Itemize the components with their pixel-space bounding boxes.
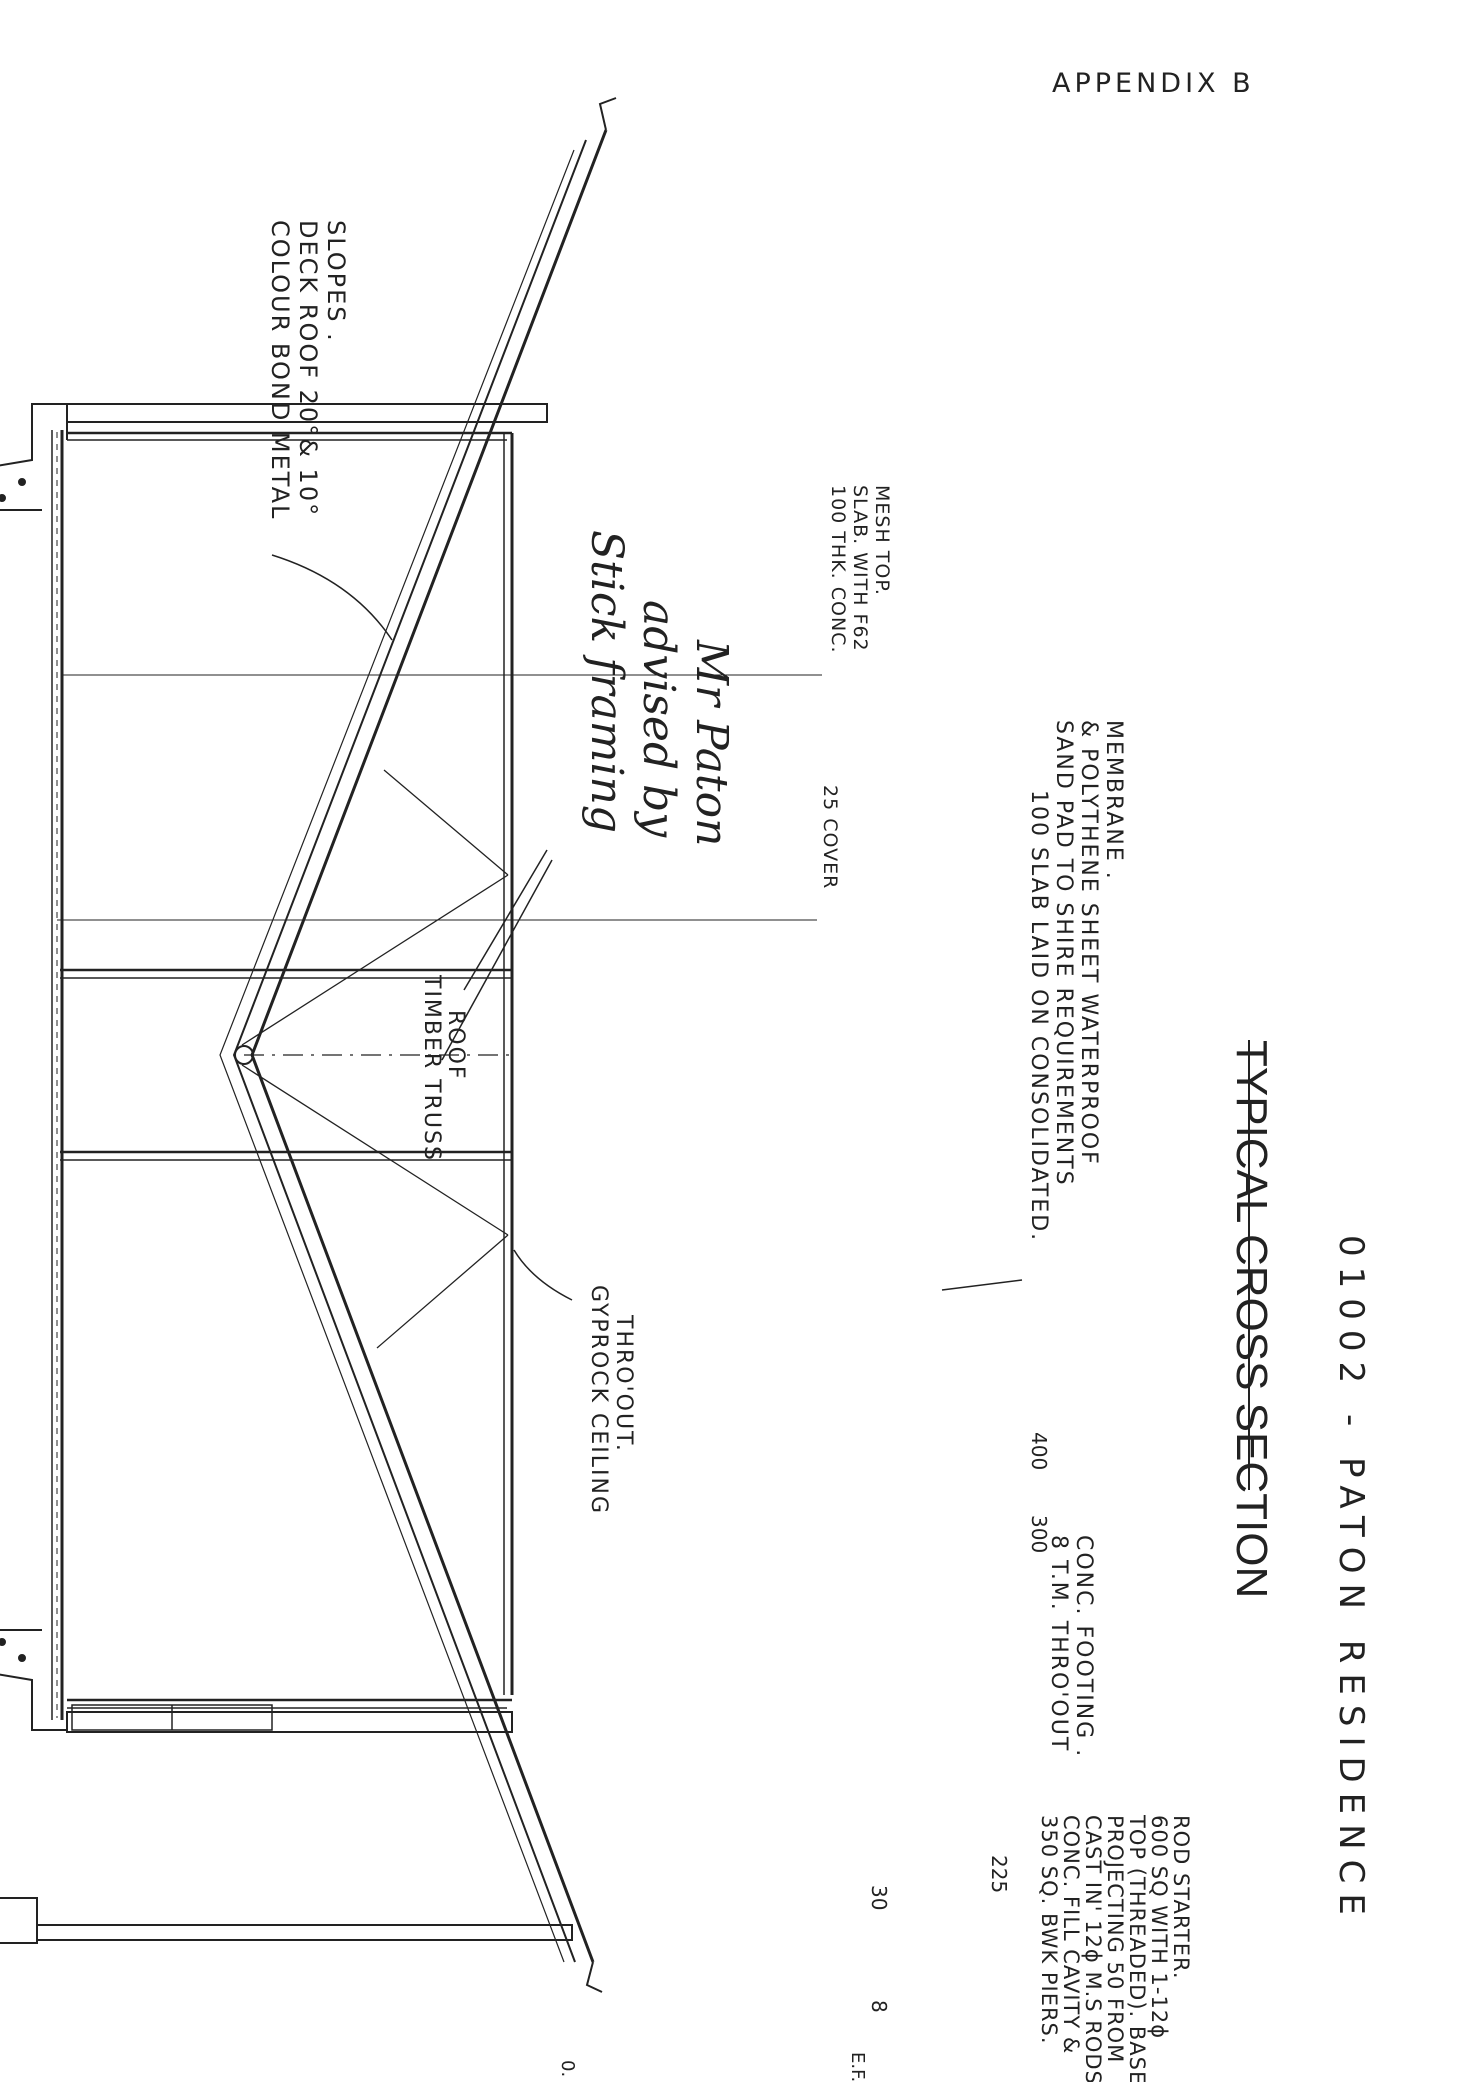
stick-leader [441,859,553,1061]
efl-label: E.F.L. [847,2052,868,2082]
slab-note: 100 SLAB LAID ON CONSOLIDATED. SAND PAD … [1026,720,1126,1251]
window-frame [71,1704,273,1731]
truss-note: TIMBER TRUSS ROOF [419,974,468,1171]
dim-225: 225 [987,1855,1011,1893]
wall-right [66,1698,513,1733]
roof-leader [271,554,393,641]
slab-thickness-note: 100 THK. CONC. SLAB. WITH F62 MESH TOP. [827,485,893,661]
verandah-post [0,1897,573,1944]
truss-webs [241,769,512,1349]
wall-left [66,403,548,441]
floor-slab [0,403,67,1731]
o-label: 0. [557,2060,578,2077]
dim-30: 30 [867,1885,891,1910]
interior-wall-2 [60,1150,512,1161]
drawing-title: TYPICAL CROSS SECTION [1227,1040,1276,1598]
thickening-left [0,403,67,511]
piers-note: 350 SQ. BWK PIERS. CONC. FILL CAVITY & C… [1037,1814,1193,2082]
dim-300: 300 [1027,1515,1051,1553]
roof-note: COLOUR BOND METAL DECK ROOF 20°& 10° SLO… [266,220,350,530]
eave-left [598,97,617,131]
appendix-label: APPENDIX B [1052,68,1255,99]
dim-400: 400 [1027,1432,1051,1470]
slab-leader [941,1279,1023,1291]
footing-note: 8 T.M. THRO'OUT CONC. FOOTING . [1046,1535,1096,1761]
ceiling-leader [513,1249,573,1301]
ceiling-note: GYPROCK CEILING THRO'OUT. [586,1285,636,1524]
roof-third-line [219,149,575,1963]
interior-wall-1 [60,968,512,979]
stick-framing-note: Stick framing advised by Mr Paton [581,530,737,851]
dim-8: 8 [867,2000,891,2013]
project-label: 01002 - PATON RESIDENCE [1331,1235,1371,1925]
cover-note: 25 COVER [819,785,841,889]
section-drawing [0,97,617,1993]
labels: COLOUR BOND METAL DECK ROOF 20°& 10° SLO… [57,220,1371,2082]
thickening-right [0,1629,67,1731]
eave-right [585,1961,603,1993]
